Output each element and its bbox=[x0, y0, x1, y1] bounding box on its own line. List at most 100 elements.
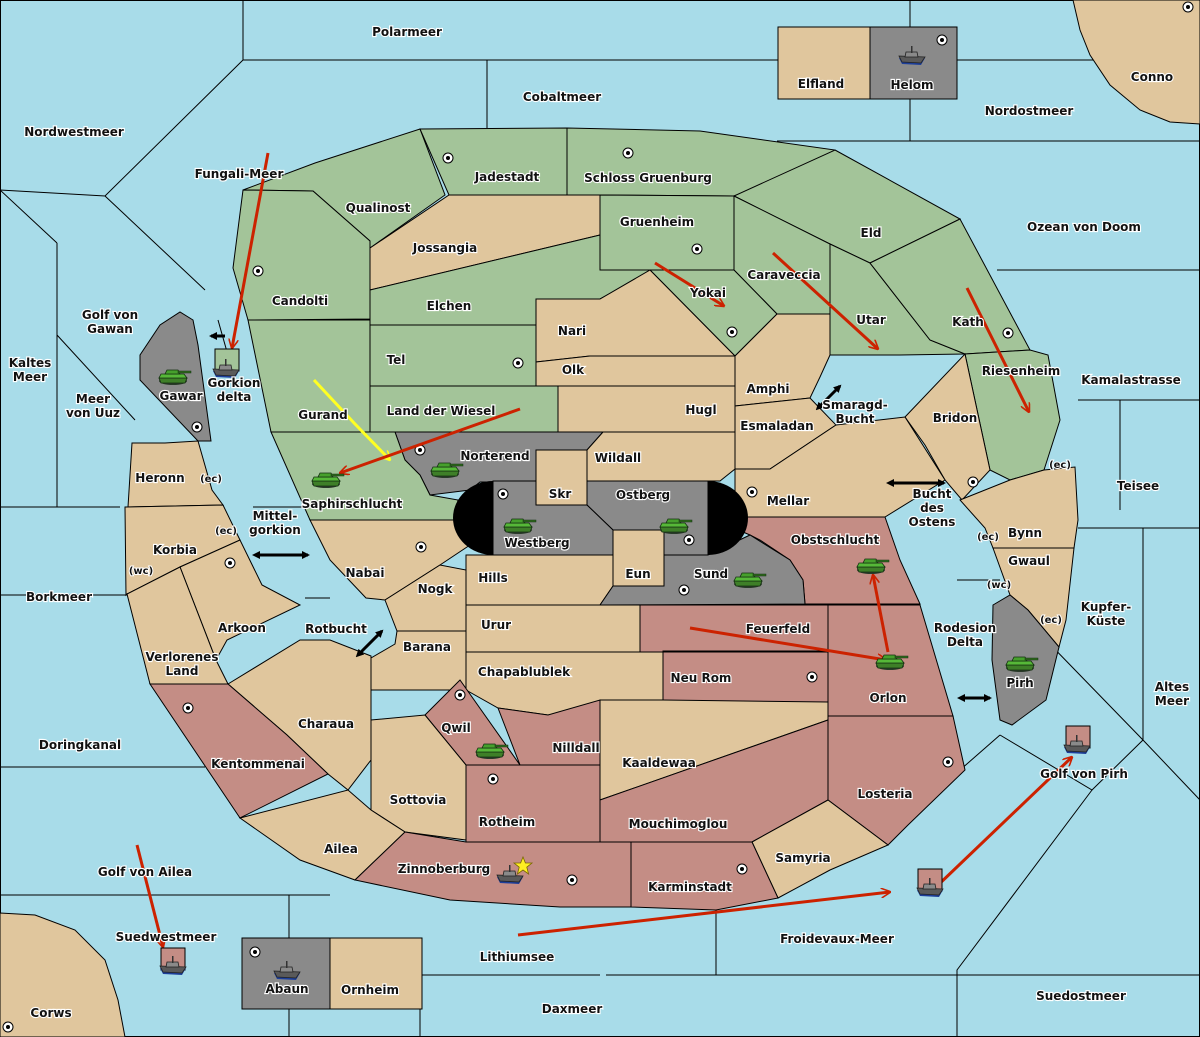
supply-center-icon bbox=[678, 584, 690, 596]
province-label-jadestadt: Jadestadt bbox=[474, 170, 540, 184]
sea-label-suedostmeer: Suedostmeer bbox=[1036, 989, 1126, 1003]
province-label-caraveccia: Caraveccia bbox=[747, 268, 820, 282]
sea-label-nordwestmeer: Nordwestmeer bbox=[24, 125, 124, 139]
supply-center-icon bbox=[683, 534, 695, 546]
province-label-pirh: Pirh bbox=[1006, 676, 1033, 690]
supply-center-icon bbox=[512, 357, 524, 369]
move-order-arrow bbox=[232, 152, 270, 348]
province-label-conno: Conno bbox=[1131, 70, 1173, 84]
province-label-bynn: Bynn bbox=[1008, 526, 1042, 540]
coast-label: (ec) bbox=[977, 532, 999, 543]
province-label-abaun: Abaun bbox=[265, 982, 308, 996]
province-zinnoberburg[interactable] bbox=[353, 831, 632, 908]
province-label-candolti: Candolti bbox=[272, 294, 328, 308]
impassable-west bbox=[453, 481, 493, 555]
province-label-saphirschlucht: Saphirschlucht bbox=[302, 497, 403, 511]
sea-label-borkmeer: Borkmeer bbox=[26, 590, 92, 604]
province-label-nabai: Nabai bbox=[346, 566, 385, 580]
sea-label-rotbucht: Rotbucht bbox=[305, 622, 367, 636]
province-corws[interactable] bbox=[0, 912, 126, 1037]
move-order-arrow bbox=[135, 844, 163, 947]
supply-center-icon bbox=[736, 863, 748, 875]
province-label-skr: Skr bbox=[549, 487, 572, 501]
province-label-heronn: Heronn bbox=[135, 471, 184, 485]
sea-label-golf_ailea: Golf von Ailea bbox=[98, 865, 192, 879]
province-label-riesenheim: Riesenheim bbox=[982, 364, 1061, 378]
supply-center-icon bbox=[415, 541, 427, 553]
province-label-korbia: Korbia bbox=[153, 543, 197, 557]
province-label-feuerfeld: Feuerfeld bbox=[746, 622, 811, 636]
province-label-bridon: Bridon bbox=[933, 411, 978, 425]
province-label-land_wiesel: Land der Wiesel bbox=[387, 404, 496, 418]
supply-center-icon bbox=[806, 671, 818, 683]
supply-center-icon bbox=[566, 874, 578, 886]
supply-center-icon bbox=[936, 34, 948, 46]
coast-label: (wc) bbox=[129, 566, 153, 577]
province-label-mouchimoglou: Mouchimoglou bbox=[629, 817, 728, 831]
connector-arrows bbox=[209, 332, 992, 702]
sea-label-ozean: Ozean von Doom bbox=[1027, 220, 1141, 234]
province-label-samyria: Samyria bbox=[775, 851, 830, 865]
province-nogk[interactable] bbox=[384, 564, 467, 632]
move-order-arrow bbox=[340, 407, 521, 473]
sea-label-froidevaux: Froidevaux-Meer bbox=[780, 932, 894, 946]
province-label-ostberg: Ostberg bbox=[616, 488, 670, 502]
units-layer bbox=[158, 45, 1091, 981]
province-conno[interactable] bbox=[1072, 0, 1200, 125]
supply-center-icon bbox=[2, 1021, 14, 1033]
province-gruenheim[interactable] bbox=[599, 194, 735, 271]
supply-center-icon bbox=[191, 421, 203, 433]
move-order-arrow bbox=[933, 757, 1072, 890]
province-label-norterend: Norterend bbox=[460, 449, 529, 463]
province-label-chapablublek: Chapablublek bbox=[478, 665, 571, 679]
sea-label-lithiumsee: Lithiumsee bbox=[480, 950, 555, 964]
province-label-jossangia: Jossangia bbox=[412, 241, 477, 255]
sea-label-golf_pirh: Golf von Pirh bbox=[1040, 767, 1128, 781]
province-label-hugl: Hugl bbox=[685, 403, 716, 417]
impassable-east bbox=[708, 481, 748, 555]
province-label-kaaldewaa: Kaaldewaa bbox=[622, 756, 696, 770]
supply-center-icon bbox=[497, 488, 509, 500]
supply-center-icon bbox=[252, 265, 264, 277]
move-order-arrow bbox=[771, 251, 878, 349]
province-label-kath: Kath bbox=[952, 315, 984, 329]
sea-label-fungali: Fungali-Meer bbox=[195, 167, 284, 181]
sea-label-kupfer: Kupfer-Küste bbox=[1081, 600, 1131, 628]
province-label-amphi: Amphi bbox=[746, 382, 789, 396]
smaragd-link bbox=[815, 384, 842, 411]
province-label-charaua: Charaua bbox=[298, 717, 354, 731]
province-label-orlon: Orlon bbox=[869, 691, 906, 705]
province-karminstadt[interactable] bbox=[630, 841, 779, 911]
province-riesenheim[interactable] bbox=[964, 349, 1061, 481]
province-kentommenai[interactable] bbox=[149, 683, 329, 819]
province-label-sund: Sund bbox=[694, 567, 728, 581]
province-rotheim[interactable] bbox=[465, 764, 601, 843]
province-label-ornheim: Ornheim bbox=[341, 983, 399, 997]
coast-label: (ec) bbox=[200, 474, 222, 485]
coast-label: (ec) bbox=[1049, 460, 1071, 471]
supply-center-icon bbox=[442, 152, 454, 164]
province-label-eun: Eun bbox=[625, 567, 650, 581]
move-order-arrow bbox=[965, 287, 1031, 412]
province-label-eld: Eld bbox=[861, 226, 882, 240]
sea-label-doringkanal: Doringkanal bbox=[39, 738, 121, 752]
province-label-neu_rom: Neu Rom bbox=[671, 671, 732, 685]
supply-center-icon bbox=[942, 756, 954, 768]
move-order-arrow bbox=[873, 575, 890, 653]
province-label-gruenheim: Gruenheim bbox=[620, 215, 694, 229]
move-order-arrow bbox=[654, 261, 724, 306]
province-ornheim[interactable] bbox=[329, 937, 423, 1010]
supply-center-icon bbox=[622, 147, 634, 159]
sea-label-suedwestmeer: Suedwestmeer bbox=[116, 930, 217, 944]
province-verlorenes[interactable] bbox=[126, 566, 229, 685]
province-label-gawar: Gawar bbox=[159, 389, 202, 403]
province-label-wildall: Wildall bbox=[595, 451, 641, 465]
supply-center-icon bbox=[182, 702, 194, 714]
province-label-karminstadt: Karminstadt bbox=[648, 880, 732, 894]
sea-label-smaragd: Smaragd-Bucht bbox=[822, 398, 887, 426]
